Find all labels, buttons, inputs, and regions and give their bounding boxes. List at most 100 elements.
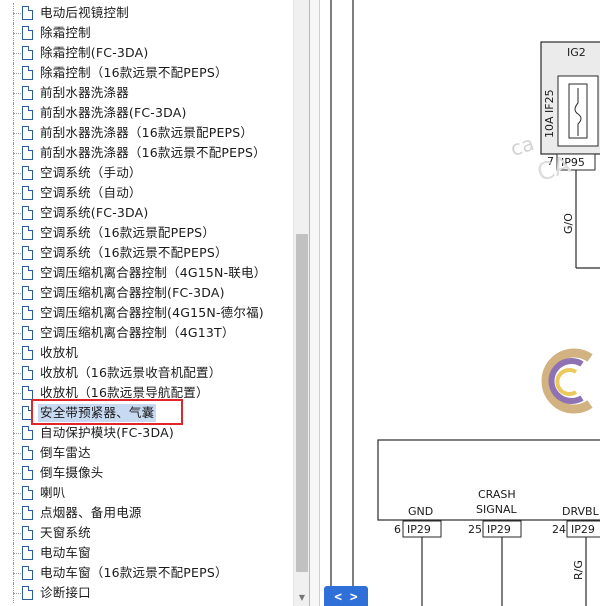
fuse-supply-label: IG2 (567, 46, 586, 59)
document-icon (22, 386, 33, 400)
tree-item[interactable]: 电动车窗（16款远景不配PEPS） (0, 563, 293, 583)
page-nav-button[interactable]: < > (324, 586, 368, 606)
document-icon (22, 6, 33, 20)
document-icon (22, 66, 33, 80)
tree-item[interactable]: 收放机（16款远景收音机配置） (0, 363, 293, 383)
tree-item-label: 空调压缩机离合器控制（4G15N-联电） (40, 265, 267, 280)
document-icon (22, 366, 33, 380)
tree-item[interactable]: 前刮水器洗涤器（16款远景配PEPS） (0, 123, 293, 143)
document-icon (22, 266, 33, 280)
pin-name-gnd: GND (408, 505, 433, 518)
tree-item[interactable]: 空调系统(FC-3DA) (0, 203, 293, 223)
tree-item[interactable]: 前刮水器洗涤器 (0, 83, 293, 103)
document-icon (22, 286, 33, 300)
tree-list: 电动后视镜控制除霜控制除霜控制(FC-3DA) 除霜控制（16款远景不配PEPS）… (0, 3, 293, 603)
fuse-box: IG2 10A IF25 (540, 41, 600, 155)
document-icon (22, 246, 33, 260)
document-icon (22, 586, 33, 600)
tree-item[interactable]: 空调系统（自动） (0, 183, 293, 203)
document-icon (22, 346, 33, 360)
document-icon (22, 146, 33, 160)
tree-item[interactable]: 安全带预紧器、气囊 (0, 403, 293, 423)
wiring-diagram-pane: IG2 10A IF25 7 IP95 G/O ca CA GND CRA (320, 0, 600, 606)
fuse-pin-row: 7 IP95 G/O (547, 153, 600, 269)
tree-item-label: 倒车雷达 (40, 445, 91, 460)
tree-item[interactable]: 点烟器、备用电源 (0, 503, 293, 523)
document-icon (22, 446, 33, 460)
tree-pane: 电动后视镜控制除霜控制除霜控制(FC-3DA) 除霜控制（16款远景不配PEPS）… (0, 0, 309, 606)
tree-item-label: 空调系统（手动） (40, 165, 142, 180)
tree-item[interactable]: 喇叭 (0, 483, 293, 503)
tree-item[interactable]: 空调压缩机离合器控制(4G15N-德尔福) (0, 303, 293, 323)
tree-item-label: 收放机（16款远景收音机配置） (40, 365, 222, 380)
tree-item[interactable]: 诊断接口 (0, 583, 293, 603)
tree-item[interactable]: 前刮水器洗涤器（16款远景不配PEPS） (0, 143, 293, 163)
fuse-wire-color: G/O (562, 213, 575, 234)
pin-number-drvbl: 24 (552, 523, 566, 536)
tree-item-label: 空调压缩机离合器控制(FC-3DA) (40, 285, 225, 300)
tree-item[interactable]: 除霜控制(FC-3DA) (0, 43, 293, 63)
wiring-diagram: IG2 10A IF25 7 IP95 G/O ca CA GND CRA (330, 0, 600, 606)
document-icon (22, 306, 33, 320)
tree-item[interactable]: 收放机 (0, 343, 293, 363)
tree-item[interactable]: 空调系统（手动） (0, 163, 293, 183)
tree-item[interactable]: 空调系统（16款远景配PEPS） (0, 223, 293, 243)
tree-item-label: 除霜控制 (40, 25, 91, 40)
tree-item-label: 电动车窗（16款远景不配PEPS） (40, 565, 228, 580)
document-icon (22, 186, 33, 200)
document-icon (22, 466, 33, 480)
tree-item[interactable]: 自动保护模块(FC-3DA) (0, 423, 293, 443)
tree-item-label: 喇叭 (40, 485, 66, 500)
tree-item-label: 空调系统（16款远景配PEPS） (40, 225, 216, 240)
document-icon (22, 546, 33, 560)
document-icon (22, 526, 33, 540)
pane-splitter[interactable] (309, 0, 320, 606)
tree-item-label: 空调系统（自动） (40, 185, 142, 200)
airbag-module-box (377, 439, 600, 521)
bottom-wire-color: R/G (572, 560, 585, 580)
tree-item-label: 前刮水器洗涤器 (40, 85, 129, 100)
tree-item[interactable]: 天窗系统 (0, 523, 293, 543)
tree-item-label: 安全带预紧器、气囊 (38, 404, 157, 422)
fuse-rating-label: 10A IF25 (543, 89, 556, 138)
tree-item[interactable]: 除霜控制（16款远景不配PEPS） (0, 63, 293, 83)
pin-number-crash: 25 (468, 523, 482, 536)
tree-item-label: 天窗系统 (40, 525, 91, 540)
tree-item[interactable]: 电动后视镜控制 (0, 3, 293, 23)
pin-connector-gnd: IP29 (407, 523, 431, 536)
tree-item[interactable]: 倒车雷达 (0, 443, 293, 463)
pin-connector-crash: IP29 (487, 523, 511, 536)
document-icon (22, 126, 33, 140)
tree-item-label: 倒车摄像头 (40, 465, 104, 480)
tree-item[interactable]: 电动车窗 (0, 543, 293, 563)
pin-number-gnd: 6 (394, 523, 401, 536)
pin-connector-drvbl: IP29 (571, 523, 595, 536)
tree-item[interactable]: 空调压缩机离合器控制（4G15N-联电） (0, 263, 293, 283)
tree-item[interactable]: 空调压缩机离合器控制（4G13T） (0, 323, 293, 343)
document-icon (22, 486, 33, 500)
document-icon (22, 206, 33, 220)
tree-item-label: 前刮水器洗涤器（16款远景配PEPS） (40, 125, 254, 140)
tree-item-label: 空调系统(FC-3DA) (40, 205, 149, 220)
tree-item-label: 空调压缩机离合器控制(4G15N-德尔福) (40, 305, 264, 320)
pin-name-crash-2: SIGNAL (476, 503, 518, 516)
document-icon (22, 226, 33, 240)
tree-item-label: 空调压缩机离合器控制（4G13T） (40, 325, 235, 340)
scroll-down-arrow-icon[interactable]: ▼ (298, 593, 306, 602)
tree-item[interactable]: 收放机（16款远景导航配置） (0, 383, 293, 403)
fuse-connector-label: IP95 (561, 156, 585, 169)
document-icon (22, 166, 33, 180)
tree-item-label: 空调系统（16款远景不配PEPS） (40, 245, 228, 260)
tree-scrollbar[interactable]: ▼ (293, 0, 309, 606)
tree-item-label: 除霜控制（16款远景不配PEPS） (40, 65, 228, 80)
tree-item-label: 收放机（16款远景导航配置） (40, 385, 209, 400)
tree-item[interactable]: 除霜控制 (0, 23, 293, 43)
tree-item[interactable]: 空调系统（16款远景不配PEPS） (0, 243, 293, 263)
tree-item[interactable]: 前刮水器洗涤器(FC-3DA) (0, 103, 293, 123)
document-icon (22, 566, 33, 580)
tree-item[interactable]: 空调压缩机离合器控制(FC-3DA) (0, 283, 293, 303)
tree-item[interactable]: 倒车摄像头 (0, 463, 293, 483)
scrollbar-thumb[interactable] (296, 234, 308, 572)
tree-item-label: 前刮水器洗涤器（16款远景不配PEPS） (40, 145, 266, 160)
tree-item-label: 点烟器、备用电源 (40, 505, 142, 520)
